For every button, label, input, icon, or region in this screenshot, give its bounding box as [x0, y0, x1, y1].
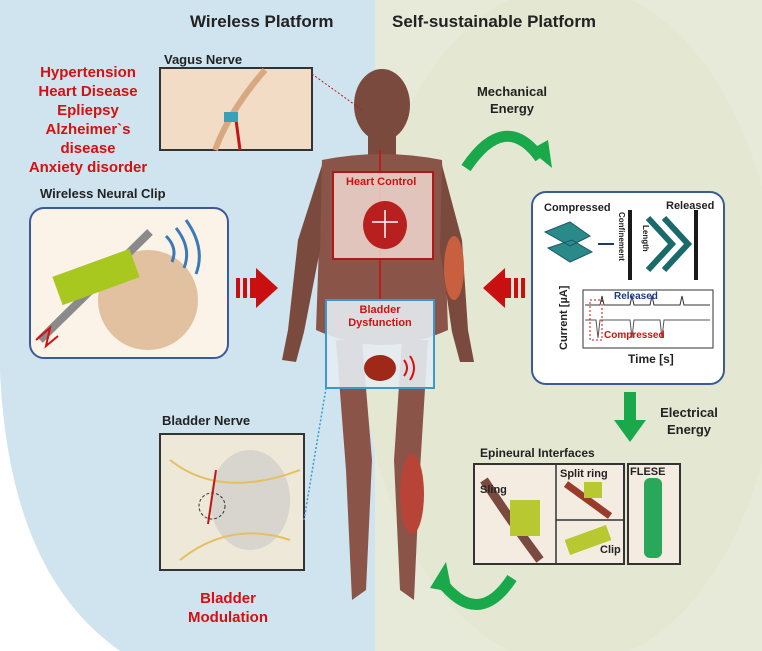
green-arrow-down: [614, 392, 646, 442]
mech-line-2: Energy: [489, 101, 535, 116]
elec-line-1: Electrical: [660, 405, 718, 420]
trace-compressed: Compressed: [604, 330, 665, 341]
teng-released: Released: [666, 200, 715, 212]
right-heading: Self-sustainable Platform: [392, 12, 597, 31]
bladder-dysfunction-label: Bladder Dysfunction: [334, 304, 426, 330]
left-heading: Wireless Platform: [190, 12, 334, 31]
interface-clip: Clip: [600, 544, 621, 556]
teng-ylabel: Current [µA]: [558, 285, 570, 350]
teng-xlabel: Time [s]: [628, 352, 674, 366]
interface-flese: FLESE: [630, 466, 666, 478]
elec-line-2: Energy: [666, 422, 712, 437]
interface-split-ring: Split ring: [560, 468, 608, 480]
bladder-mod-line-1: Bladder: [200, 590, 256, 607]
clip-label: Wireless Neural Clip: [40, 186, 166, 201]
epineural-label: Epineural Interfaces: [480, 446, 595, 460]
current-plot: [582, 289, 714, 349]
bladder-mod-line-2: Modulation: [188, 609, 268, 626]
disease-item: Anxiety disorder: [28, 159, 148, 176]
bladder-dys-line-2: Dysfunction: [348, 317, 412, 329]
disease-item: Hypertension: [40, 64, 136, 81]
red-arrow-right: [483, 268, 525, 308]
disease-item: Alzheimer`s: [45, 121, 131, 138]
electrical-energy-label: Electrical Energy: [644, 404, 734, 438]
disease-item: Heart Disease: [38, 83, 138, 100]
disease-list: Hypertension Heart Disease Epliepsy Alzh…: [18, 63, 158, 177]
red-arrow-left: [236, 268, 278, 308]
bladder-dys-line-1: Bladder: [359, 304, 401, 316]
trace-released: Released: [614, 291, 658, 302]
heart-label: Heart Control: [346, 176, 417, 188]
mech-line-1: Mechanical: [476, 84, 548, 99]
bladder-modulation-label: Bladder Modulation: [168, 589, 288, 627]
teng-compressed: Compressed: [544, 202, 611, 214]
teng-length: Length: [641, 225, 650, 252]
disease-item: disease: [60, 140, 116, 157]
bladder-nerve-label: Bladder Nerve: [162, 413, 251, 428]
disease-item: Epliepsy: [57, 102, 119, 119]
teng-confinement: Confinement: [617, 212, 626, 261]
bladder-shape: [364, 355, 396, 381]
epineural-panel: [473, 463, 625, 565]
vagus-label: Vagus Nerve: [164, 52, 243, 67]
mechanical-energy-label: Mechanical Energy: [462, 83, 562, 117]
interface-sling: Sling: [480, 484, 507, 496]
